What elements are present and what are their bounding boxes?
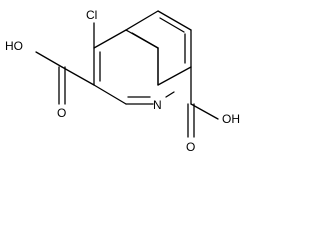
acid3-hydroxyl-label: HO [5,39,23,53]
bond-c3-cooh [61,66,95,86]
carboxylic-acid-c3: HO O [5,39,95,120]
bond-c4-c4a [93,29,127,49]
quinoline-dicarboxylic-acid-structure: Cl HO O N OH O [5,8,240,154]
bond-c4a-c8a-inner [131,32,159,49]
bond-c7-c8 [157,66,192,86]
bond-c5-c6-inner [159,17,185,33]
pyridine-ring [93,29,175,105]
carboxylic-acid-c8: OH O [186,66,240,154]
chlorine-substituent: Cl [86,8,97,49]
bond-cooh8-oh [190,103,219,120]
bond-cooh-oh [35,51,63,68]
bond-c5-c6 [157,10,192,31]
bond-c3-c2 [93,84,127,105]
bond-c4a-c5 [125,10,159,31]
benzene-ring [125,10,192,86]
chlorine-label: Cl [86,8,97,22]
acid8-hydroxyl-label: OH [222,112,240,126]
structure-canvas: Cl HO O N OH O [5,8,240,154]
acid8-carbonyl-oxygen-label: O [186,140,195,154]
nitrogen-label: N [153,98,162,112]
bond-n1-c8a [165,91,175,98]
acid3-carbonyl-oxygen-label: O [57,106,66,120]
